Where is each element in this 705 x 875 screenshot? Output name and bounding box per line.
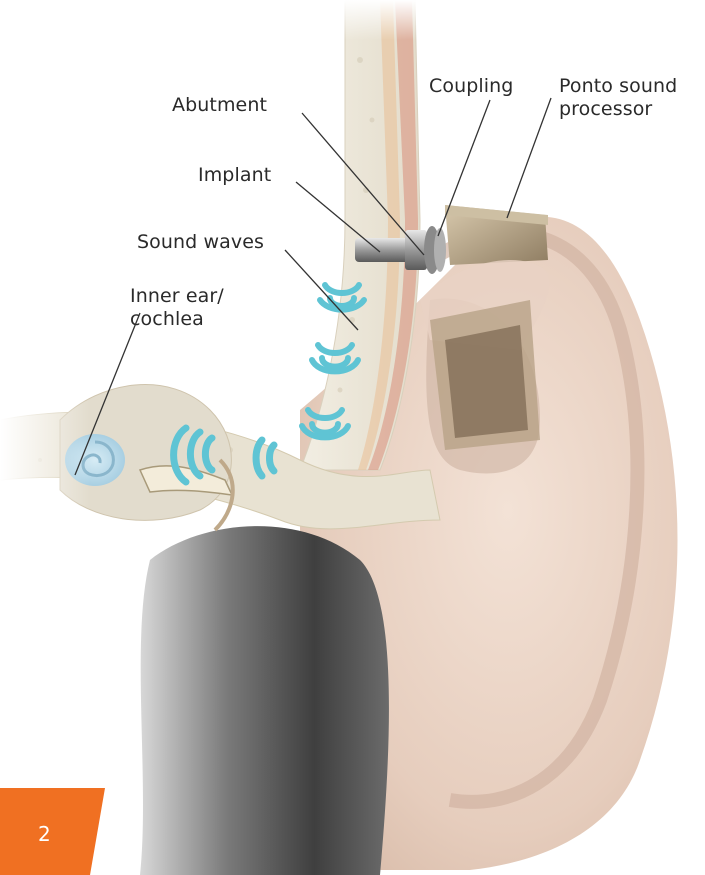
label-sound-waves: Sound waves [137,231,264,254]
label-implant: Implant [198,164,271,187]
label-inner-ear-cochlea: Inner ear/ cochlea [130,285,224,331]
orange-page-tab [0,788,105,875]
label-coupling: Coupling [429,75,513,98]
top-fade [300,0,460,40]
label-abutment: Abutment [172,94,267,117]
label-ponto-sound-processor: Ponto sound processor [559,75,677,121]
page-number: 2 [38,822,51,846]
ear-canal [140,526,389,875]
